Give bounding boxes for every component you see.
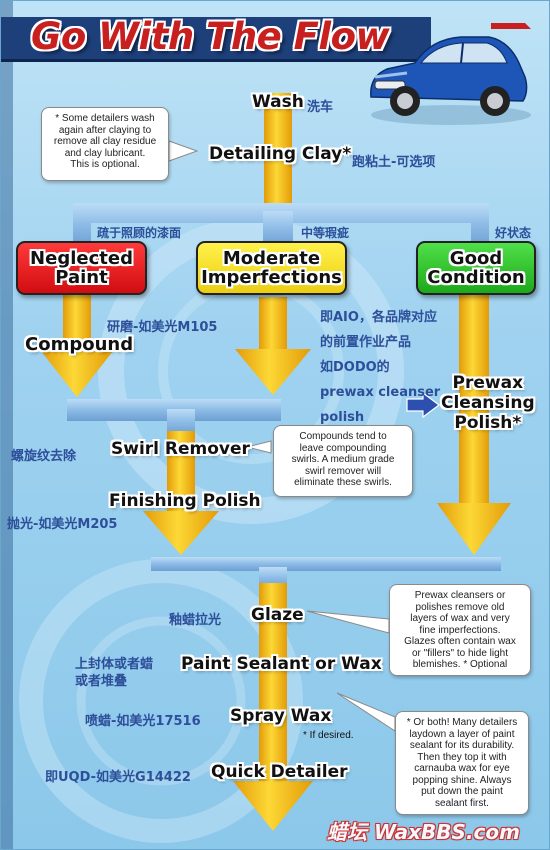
note-clay-line: again after claying to xyxy=(58,124,152,136)
connector-merge-compound-down xyxy=(167,409,195,435)
note-sealant-line: sealant for its durability. xyxy=(409,740,515,751)
category-neglected-line1: Neglected xyxy=(30,248,133,269)
cn-quick: 即UQD-如美光G14422 xyxy=(45,770,191,785)
step-prewax-line2: Cleansing xyxy=(441,393,535,413)
note-prewax-line: Prewax cleansers or xyxy=(414,590,506,601)
note-compound-tail xyxy=(246,440,272,454)
note-sealant-line: put down the paint xyxy=(421,786,503,797)
cn-glaze: 釉蜡拉光 xyxy=(169,613,222,628)
cn-aio-line: 的前置作业产品 xyxy=(320,335,412,350)
category-good-line2: Condition xyxy=(427,267,525,288)
cn-aio-block: 即AIO，各品牌对应 的前置作业产品 如DODO的 prewax cleanse… xyxy=(320,305,440,430)
step-finishing: Finishing Polish xyxy=(109,491,261,511)
cn-aio-line: polish xyxy=(320,410,365,425)
note-clay-line: * Some detailers wash xyxy=(55,113,155,124)
note-compound-line: swirls. A medium grade xyxy=(291,454,395,465)
step-spray: Spray Wax xyxy=(230,706,332,726)
note-sealant-line: sealant first. xyxy=(435,797,489,809)
page-title: Go With The Flow xyxy=(31,15,390,58)
note-compound-line: leave compounding xyxy=(299,442,387,454)
cn-good: 好状态 xyxy=(495,226,532,240)
cn-sealant-line: 上封体或者蜡 xyxy=(75,657,154,672)
note-compound-line: swirl remover will xyxy=(304,465,382,477)
step-prewax-line1: Prewax xyxy=(452,373,524,393)
cn-aio-line: 即AIO，各品牌对应 xyxy=(320,310,437,325)
step-clay: Detailing Clay* xyxy=(209,144,352,164)
cn-swirl: 螺旋纹去除 xyxy=(11,449,77,464)
cn-sealant-line: 或者堆叠 xyxy=(75,674,128,689)
arrow-shaft-swirl xyxy=(167,431,195,511)
arrow-shaft-bottom xyxy=(259,583,287,783)
note-clay-line: This is optional. xyxy=(70,159,140,170)
note-sealant-line: Then they top it with xyxy=(417,751,507,763)
arrow-shaft-good xyxy=(459,291,489,505)
step-swirl: Swirl Remover xyxy=(111,439,250,459)
arrow-head-good xyxy=(437,503,511,555)
pointer-arrow-prewax xyxy=(406,391,440,419)
note-prewax-line: Glazes often contain wax xyxy=(404,636,516,647)
note-prewax-line: or "fillers" to hide light xyxy=(411,647,509,659)
note-prewax-line: blemishes. * Optional xyxy=(412,659,508,670)
category-moderate-line2: Imperfections xyxy=(201,267,342,288)
watermark-logo: 蜡坛 WaxBBS.com xyxy=(327,820,520,844)
note-clay-line: and clay lubricant. xyxy=(64,147,146,159)
arrow-head-swirl xyxy=(143,511,219,555)
note-sealant-line: laydown a layer of paint xyxy=(409,728,515,740)
step-glaze: Glaze xyxy=(251,605,304,625)
cn-finishing: 抛光-如美光M205 xyxy=(7,517,118,532)
cn-clay: 跑粘土-可选项 xyxy=(352,155,436,170)
note-sealant-line: popping shine. Always xyxy=(412,774,512,786)
cn-compound: 研磨-如美光M105 xyxy=(107,320,218,335)
note-clay: * Some detailers wash again after clayin… xyxy=(41,107,169,181)
note-sealant-line: carnauba wax for eye xyxy=(414,763,510,774)
cn-wash: 洗车 xyxy=(307,100,334,115)
step-sealant: Paint Sealant or Wax xyxy=(181,654,382,674)
note-sealant-line: * Or both! Many detailers xyxy=(406,717,518,728)
note-clay-line: remove all clay residue xyxy=(53,136,157,147)
step-quick: Quick Detailer xyxy=(211,762,348,782)
cn-neglected: 疏于照顾的漆面 xyxy=(97,226,182,240)
arrow-head-bottom xyxy=(233,781,313,831)
note-compound-line: Compounds tend to xyxy=(299,431,387,442)
cn-aio-line: 如DODO的 xyxy=(320,360,390,375)
cn-moderate: 中等瑕疵 xyxy=(301,226,350,240)
note-prewax-line: polishes remove old xyxy=(415,601,505,613)
note-sealant-tail xyxy=(336,692,396,732)
cn-aio-line: prewax cleanser xyxy=(320,385,441,400)
arrow-shaft-moderate xyxy=(259,297,287,349)
note-compound: Compounds tend to leave compounding swir… xyxy=(273,425,413,497)
connector-merge-bottom xyxy=(151,557,501,571)
step-compound: Compound xyxy=(25,334,134,355)
category-moderate-line1: Moderate xyxy=(222,248,321,269)
cn-sealant: 上封体或者蜡 或者堆叠 xyxy=(75,656,153,690)
step-wash: Wash xyxy=(252,92,304,112)
arrow-head-moderate xyxy=(235,349,311,395)
note-clay-tail xyxy=(168,140,199,162)
cn-spray: 喷蜡-如美光17516 xyxy=(85,714,201,729)
car-illustration xyxy=(370,23,531,125)
connector-split-top xyxy=(73,203,489,247)
note-prewax: Prewax cleansers or polishes remove old … xyxy=(389,584,531,676)
step-prewax-line3: Polish* xyxy=(454,413,522,433)
arrow-head-neglected xyxy=(41,351,113,397)
category-neglected-line2: Paint xyxy=(55,267,108,288)
category-good-line1: Good xyxy=(449,248,503,269)
step-prewax: Prewax Cleansing Polish* xyxy=(441,373,535,433)
arrow-shaft-neglected xyxy=(63,293,91,351)
note-if-desired: * If desired. xyxy=(303,730,354,741)
note-sealant: * Or both! Many detailers laydown a laye… xyxy=(395,711,529,815)
arrow-shaft-top xyxy=(264,93,292,211)
note-compound-line: eliminate these swirls. xyxy=(294,477,392,488)
note-prewax-line: layers of wax and very xyxy=(410,613,510,624)
note-prewax-tail xyxy=(306,610,390,634)
note-prewax-line: fine imperfections. xyxy=(419,624,501,636)
